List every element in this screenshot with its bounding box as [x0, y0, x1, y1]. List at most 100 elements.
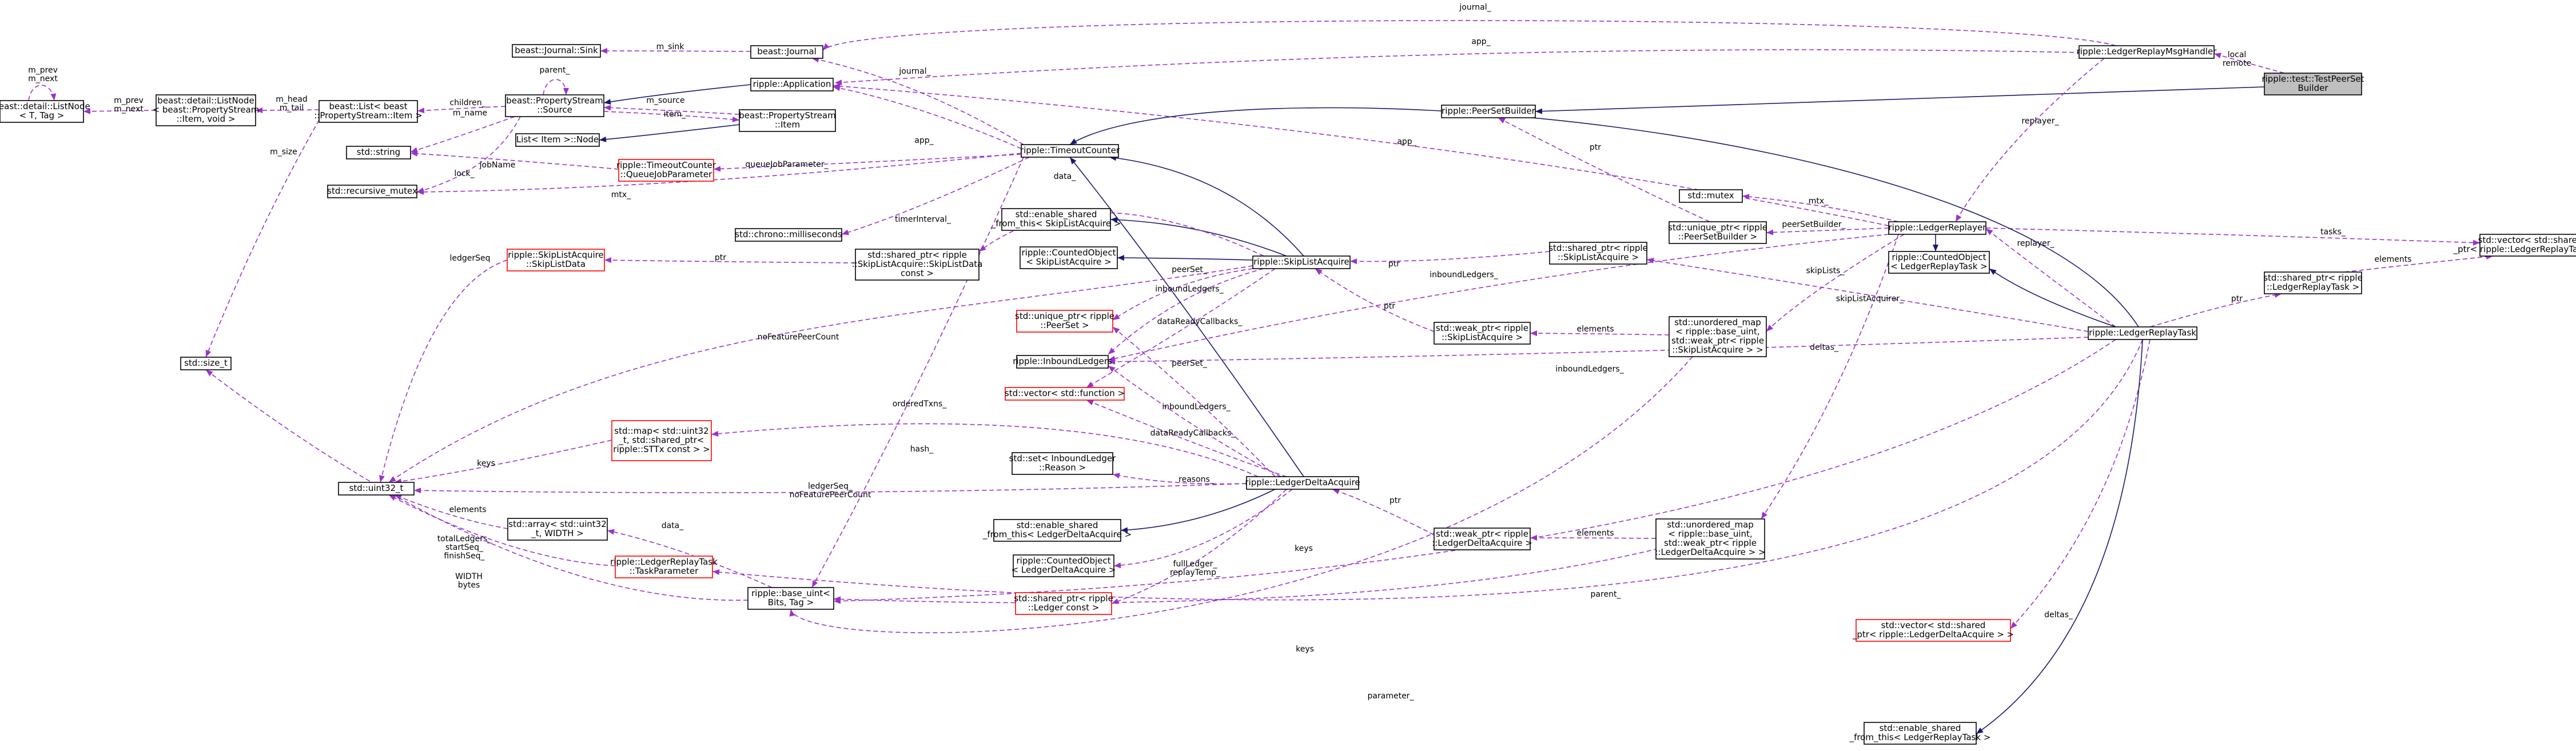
class-node-app[interactable]: ripple::Application: [750, 78, 834, 91]
edge-task-to-spTask: ptr: [2149, 292, 2282, 327]
edge-mh-to-app: app_: [834, 37, 2082, 86]
edge-label: timerInterval_: [895, 215, 951, 224]
class-node-spTask[interactable]: std::shared_ptr< ripple::LedgerReplayTas…: [2263, 271, 2363, 294]
arrow-head: [1110, 217, 1118, 223]
edge-line: [1108, 234, 1889, 361]
node-label: _ptr< ripple::LedgerReplayTask > >: [2453, 244, 2576, 255]
edge-skip-to-u32: noFeaturePeerCount: [388, 265, 1253, 483]
edge-label: skipListAcquirer_: [1836, 294, 1904, 303]
edge-line: [599, 124, 740, 141]
arrow-head: [1070, 157, 1077, 165]
node-label: std::vector< std::shared: [2478, 235, 2576, 245]
edge-journal-to-sink: m_sink: [600, 42, 751, 54]
node-label: ripple::TimeoutCounter: [616, 160, 716, 170]
edge-spSkip-to-skip: ptr: [1349, 251, 1550, 269]
edge-label: inboundLedgers_: [1555, 365, 1624, 374]
class-node-spSkipData[interactable]: std::shared_ptr< ripple::SkipListAcquire…: [852, 249, 983, 281]
class-node-arr[interactable]: std::array< std::uint32_t, WIDTH >: [507, 518, 608, 541]
arrow-head: [1114, 562, 1121, 569]
edge-delta-to-setReason: reasons_: [1112, 473, 1247, 485]
edge-line: [410, 116, 515, 153]
class-node-vecFn[interactable]: std::vector< std::function >: [1005, 387, 1125, 401]
class-node-umSkip[interactable]: std::unordered_map< ripple::base_uint,st…: [1669, 316, 1767, 357]
class-node-str[interactable]: std::string: [346, 146, 411, 159]
class-node-vecTask[interactable]: std::vector< std::shared_ptr< ripple::Le…: [2453, 234, 2576, 257]
class-node-listItem[interactable]: beast::List< beast::PropertyStream::Item…: [314, 100, 423, 123]
node-label: ripple::LedgerReplayMsgHandler: [2077, 46, 2217, 57]
node-label: std::weak_ptr< ripple: [1671, 335, 1764, 346]
class-node-wpDelta[interactable]: std::weak_ptr< ripple::LedgerDeltaAcquir…: [1432, 528, 1532, 550]
arrow-head: [417, 187, 424, 193]
edge-task-to-taskParam: parameter_: [712, 339, 2143, 701]
class-node-setReason[interactable]: std::set< InboundLedger::Reason >: [1009, 452, 1116, 475]
edge-qjp-to-str: jobName: [410, 150, 619, 170]
arrow-head: [1108, 366, 1116, 373]
edge-line: [603, 107, 740, 115]
node-label: ripple::STTx const > >: [613, 444, 710, 454]
class-node-task[interactable]: ripple::LedgerReplayTask: [2088, 326, 2197, 340]
edge-label: replayer_: [2017, 239, 2055, 248]
class-node-spSkip[interactable]: std::shared_ptr< ripple::SkipListAcquire…: [1548, 242, 1648, 265]
class-node-upPsb[interactable]: std::unique_ptr< ripple::PeerSetBuilder …: [1668, 221, 1767, 244]
class-node-size[interactable]: std::size_t: [180, 357, 232, 370]
class-node-baseUint[interactable]: ripple::base_uint<Bits, Tag >: [747, 587, 834, 610]
class-node-coDelta[interactable]: ripple::CountedObject< LedgerDeltaAcquir…: [1012, 554, 1116, 577]
class-node-lnT[interactable]: beast::detail::ListNode< T, Tag >: [0, 100, 90, 123]
edge-wpSkip-to-skip: ptr: [1315, 268, 1435, 332]
class-node-esDelta[interactable]: std::enable_shared_from_this< LedgerDelt…: [982, 519, 1132, 542]
edge-line: [1761, 234, 1899, 520]
class-node-skipData[interactable]: ripple::SkipListAcquire::SkipListData: [507, 249, 605, 271]
class-node-taskParam[interactable]: ripple::LedgerReplayTask::TaskParameter: [610, 556, 718, 578]
class-node-esSkip[interactable]: std::enable_shared_from_this< SkipListAc…: [991, 208, 1121, 231]
class-node-upPeerSet[interactable]: std::unique_ptr< ripple::PeerSet >: [1015, 310, 1114, 333]
class-node-coTask[interactable]: ripple::CountedObject< LedgerReplayTask …: [1888, 251, 1990, 274]
edge-label: startSeq_: [445, 543, 484, 552]
arrow-head: [414, 488, 421, 494]
class-node-listItemNode[interactable]: List< Item >::Node: [515, 133, 600, 147]
class-node-u32[interactable]: std::uint32_t: [338, 482, 415, 496]
node-label: _from_this< LedgerReplayTask >: [1849, 732, 1991, 743]
node-label: ::SkipListData: [526, 259, 586, 269]
node-box: [1252, 255, 1351, 269]
class-node-esTask[interactable]: std::enable_shared_from_this< LedgerRepl…: [1849, 722, 1991, 745]
class-node-replayer[interactable]: ripple::LedgerReplayer: [1888, 221, 1987, 235]
edge-psItem-to-psSource: m_source: [603, 96, 740, 115]
edge-label: elements: [2374, 255, 2411, 264]
arrow-head: [823, 43, 830, 50]
node-label: _t, std::shared_ptr<: [619, 435, 704, 446]
class-node-mh[interactable]: ripple::LedgerReplayMsgHandler: [2077, 45, 2217, 59]
class-node-vecDelta[interactable]: std::vector< std::shared_ptr< ripple::Le…: [1852, 619, 2014, 642]
class-node-coSkip[interactable]: ripple::CountedObject< SkipListAcquire >: [1020, 246, 1118, 269]
arrow-head: [1108, 347, 1116, 354]
class-node-rmutex[interactable]: std::recursive_mutex: [327, 185, 417, 198]
class-node-spLedger[interactable]: std::shared_ptr< ripple::Ledger const >: [1014, 592, 1113, 615]
class-node-delta[interactable]: ripple::LedgerDeltaAcquire: [1245, 476, 1360, 490]
class-node-skip[interactable]: ripple::SkipListAcquire: [1252, 255, 1351, 269]
edge-task-to-esTask: [1976, 339, 2143, 734]
class-node-lnItem[interactable]: beast::detail::ListNode< beast::Property…: [153, 94, 260, 126]
edge-line: [1069, 107, 2139, 327]
class-node-sink[interactable]: beast::Journal::Sink: [512, 44, 601, 58]
class-node-inbound[interactable]: ripple::InboundLedgers: [1013, 355, 1112, 369]
class-node-wpSkip[interactable]: std::weak_ptr< ripple::SkipListAcquire >: [1434, 322, 1531, 345]
class-node-mutex[interactable]: std::mutex: [1679, 189, 1743, 203]
class-node-psItem[interactable]: beast::PropertyStream::Item: [739, 109, 836, 132]
class-node-qjp[interactable]: ripple::TimeoutCounter::QueueJobParamete…: [616, 159, 716, 182]
class-node-psSource[interactable]: beast::PropertyStream::Source: [505, 94, 604, 117]
class-node-tc[interactable]: ripple::TimeoutCounter: [1020, 144, 1120, 158]
class-node-ms[interactable]: std::chrono::milliseconds: [735, 228, 842, 242]
edge-delta-to-esDelta: [1120, 489, 1276, 533]
edge-label: peerSetBuilder_: [1782, 220, 1846, 229]
edge-label: dataReadyCallbacks_: [1157, 317, 1243, 326]
class-node-psb[interactable]: ripple::PeerSetBuilder: [1441, 105, 1536, 118]
class-node-mapTx[interactable]: std::map< std::uint32_t, std::shared_ptr…: [611, 420, 712, 461]
class-node-journal[interactable]: beast::Journal: [750, 45, 823, 59]
edge-label: parameter_: [1368, 692, 1415, 701]
class-node-umDelta[interactable]: std::unordered_map< ripple::base_uint,st…: [1655, 518, 1766, 560]
edge-line: [1108, 365, 1281, 477]
edge-label: elements: [1576, 529, 1614, 538]
edge-label: keys: [1296, 645, 1314, 654]
edge-label: inboundLedgers_: [1162, 402, 1231, 412]
